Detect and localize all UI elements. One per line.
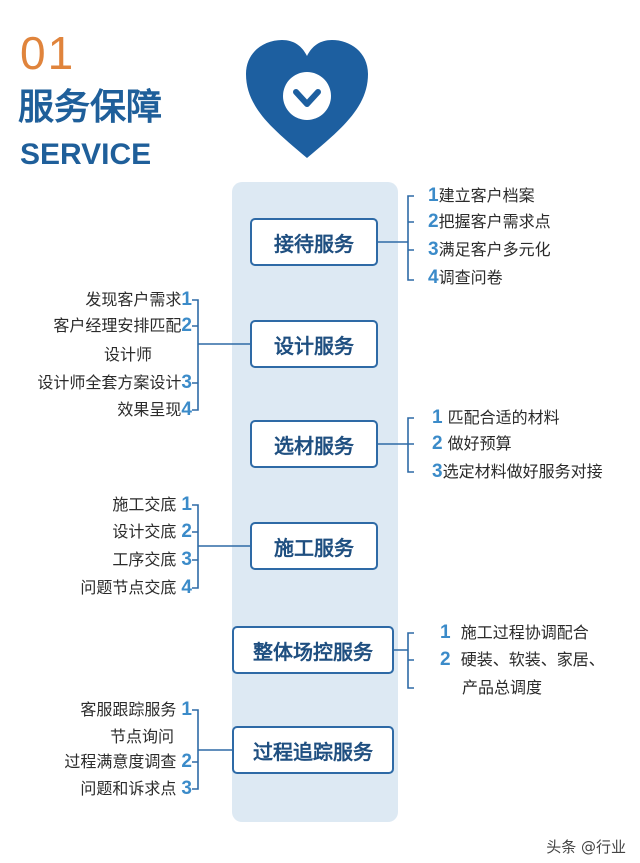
- service-box-construction: 施工服务: [250, 522, 378, 570]
- service-box-design: 设计服务: [250, 320, 378, 368]
- list-item: 1建立客户档案: [428, 185, 535, 206]
- list-item: 设计交底 2: [112, 521, 192, 542]
- list-item: 1 施工过程协调配合: [440, 622, 589, 643]
- list-item: 施工交底 1: [112, 494, 192, 515]
- service-box-tracking: 过程追踪服务: [232, 726, 394, 774]
- service-box-reception: 接待服务: [250, 218, 378, 266]
- service-box-control: 整体场控服务: [232, 626, 394, 674]
- list-item: 产品总调度: [462, 678, 543, 697]
- heart-check-icon: [246, 40, 368, 158]
- list-item: 设计师: [103, 345, 152, 364]
- list-item: 3选定材料做好服务对接: [432, 461, 603, 482]
- list-item: 节点询问: [109, 727, 174, 746]
- list-item: 1 匹配合适的材料: [432, 407, 560, 428]
- list-item: 问题节点交底 4: [80, 577, 192, 598]
- list-item: 2 硬装、软装、家居、: [440, 649, 605, 670]
- list-item: 效果呈现4: [117, 399, 192, 420]
- list-item: 过程满意度调查 2: [64, 751, 192, 772]
- watermark: 头条 @行业: [546, 838, 626, 856]
- list-item: 2把握客户需求点: [428, 211, 551, 232]
- service-box-material: 选材服务: [250, 420, 378, 468]
- page-subtitle: SERVICE: [20, 138, 152, 171]
- list-item: 问题和诉求点 3: [80, 778, 192, 799]
- list-item: 设计师全套方案设计3: [37, 372, 192, 393]
- list-item: 4调查问卷: [428, 267, 503, 288]
- page-title: 服务保障: [18, 87, 163, 128]
- services-panel: [232, 182, 398, 822]
- list-item: 3满足客户多元化: [428, 239, 551, 260]
- list-item: 工序交底 3: [112, 549, 192, 570]
- list-item: 客户经理安排匹配2: [53, 315, 192, 336]
- list-item: 客服跟踪服务 1: [80, 699, 192, 720]
- section-number: 01: [20, 27, 76, 79]
- list-item: 2 做好预算: [432, 433, 512, 454]
- list-item: 发现客户需求1: [85, 289, 192, 310]
